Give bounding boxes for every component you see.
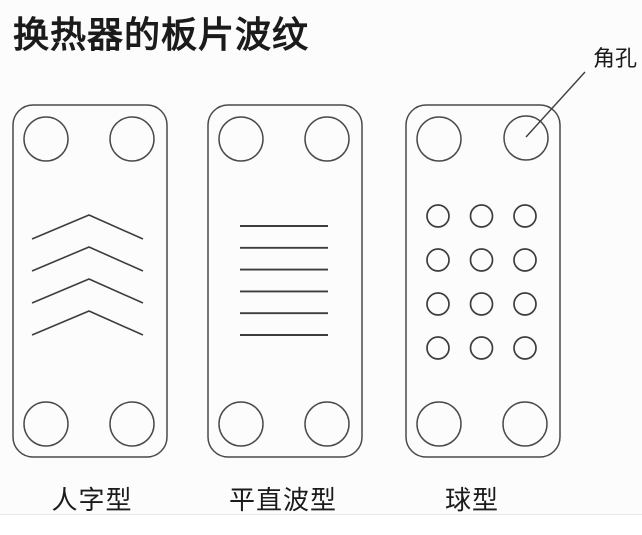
dimple-circle (426, 204, 450, 228)
corner-hole-circle (218, 116, 264, 162)
dimple-circle (469, 292, 494, 316)
corner-hole-label: 角孔 (593, 46, 638, 71)
plate-ball (405, 104, 561, 458)
corner-hole-leader-line (525, 71, 586, 138)
chevron-line (31, 310, 144, 336)
corner-hole-circle (304, 116, 350, 162)
plate-outline (405, 104, 561, 458)
dimple-circle (469, 248, 494, 272)
wave-line-pattern (240, 225, 328, 336)
dimple-circle (469, 336, 494, 360)
plate-label-flat-wave: 平直波型 (228, 485, 337, 515)
dimple-circle (469, 204, 494, 228)
dimple-circle (513, 292, 537, 316)
dimple-circle (513, 248, 537, 272)
plate-label-ball: 球型 (444, 485, 499, 515)
corner-hole-circle (304, 401, 350, 447)
chevron-line (31, 246, 144, 272)
dimple-circle (426, 336, 450, 360)
bottom-divider (0, 514, 642, 535)
plate-label-herringbone: 人字型 (51, 485, 133, 515)
corner-hole-circle (502, 401, 548, 447)
dimple-circle (513, 336, 537, 360)
plate-outline (207, 104, 363, 458)
plate-herringbone (12, 104, 168, 458)
corner-hole-circle (416, 116, 462, 162)
plate-outline (12, 104, 168, 458)
corner-hole-circle (416, 401, 462, 447)
corner-hole-circle (23, 116, 69, 162)
corner-hole-circle (218, 401, 264, 447)
chevron-line (31, 214, 144, 240)
page-title: 换热器的板片波纹 (13, 14, 310, 55)
chevron-line (31, 278, 144, 304)
corner-hole-circle (109, 116, 155, 162)
corner-hole-circle (109, 401, 155, 447)
dimple-circle (513, 204, 537, 228)
dimple-circle (426, 292, 450, 316)
chevron-pattern (31, 214, 144, 336)
corner-hole-circle (23, 401, 69, 447)
plate-flat-wave (207, 104, 363, 458)
dimple-circle (426, 248, 450, 272)
dimple-pattern (426, 204, 537, 360)
corner-hole-annotated-circle (503, 115, 549, 161)
